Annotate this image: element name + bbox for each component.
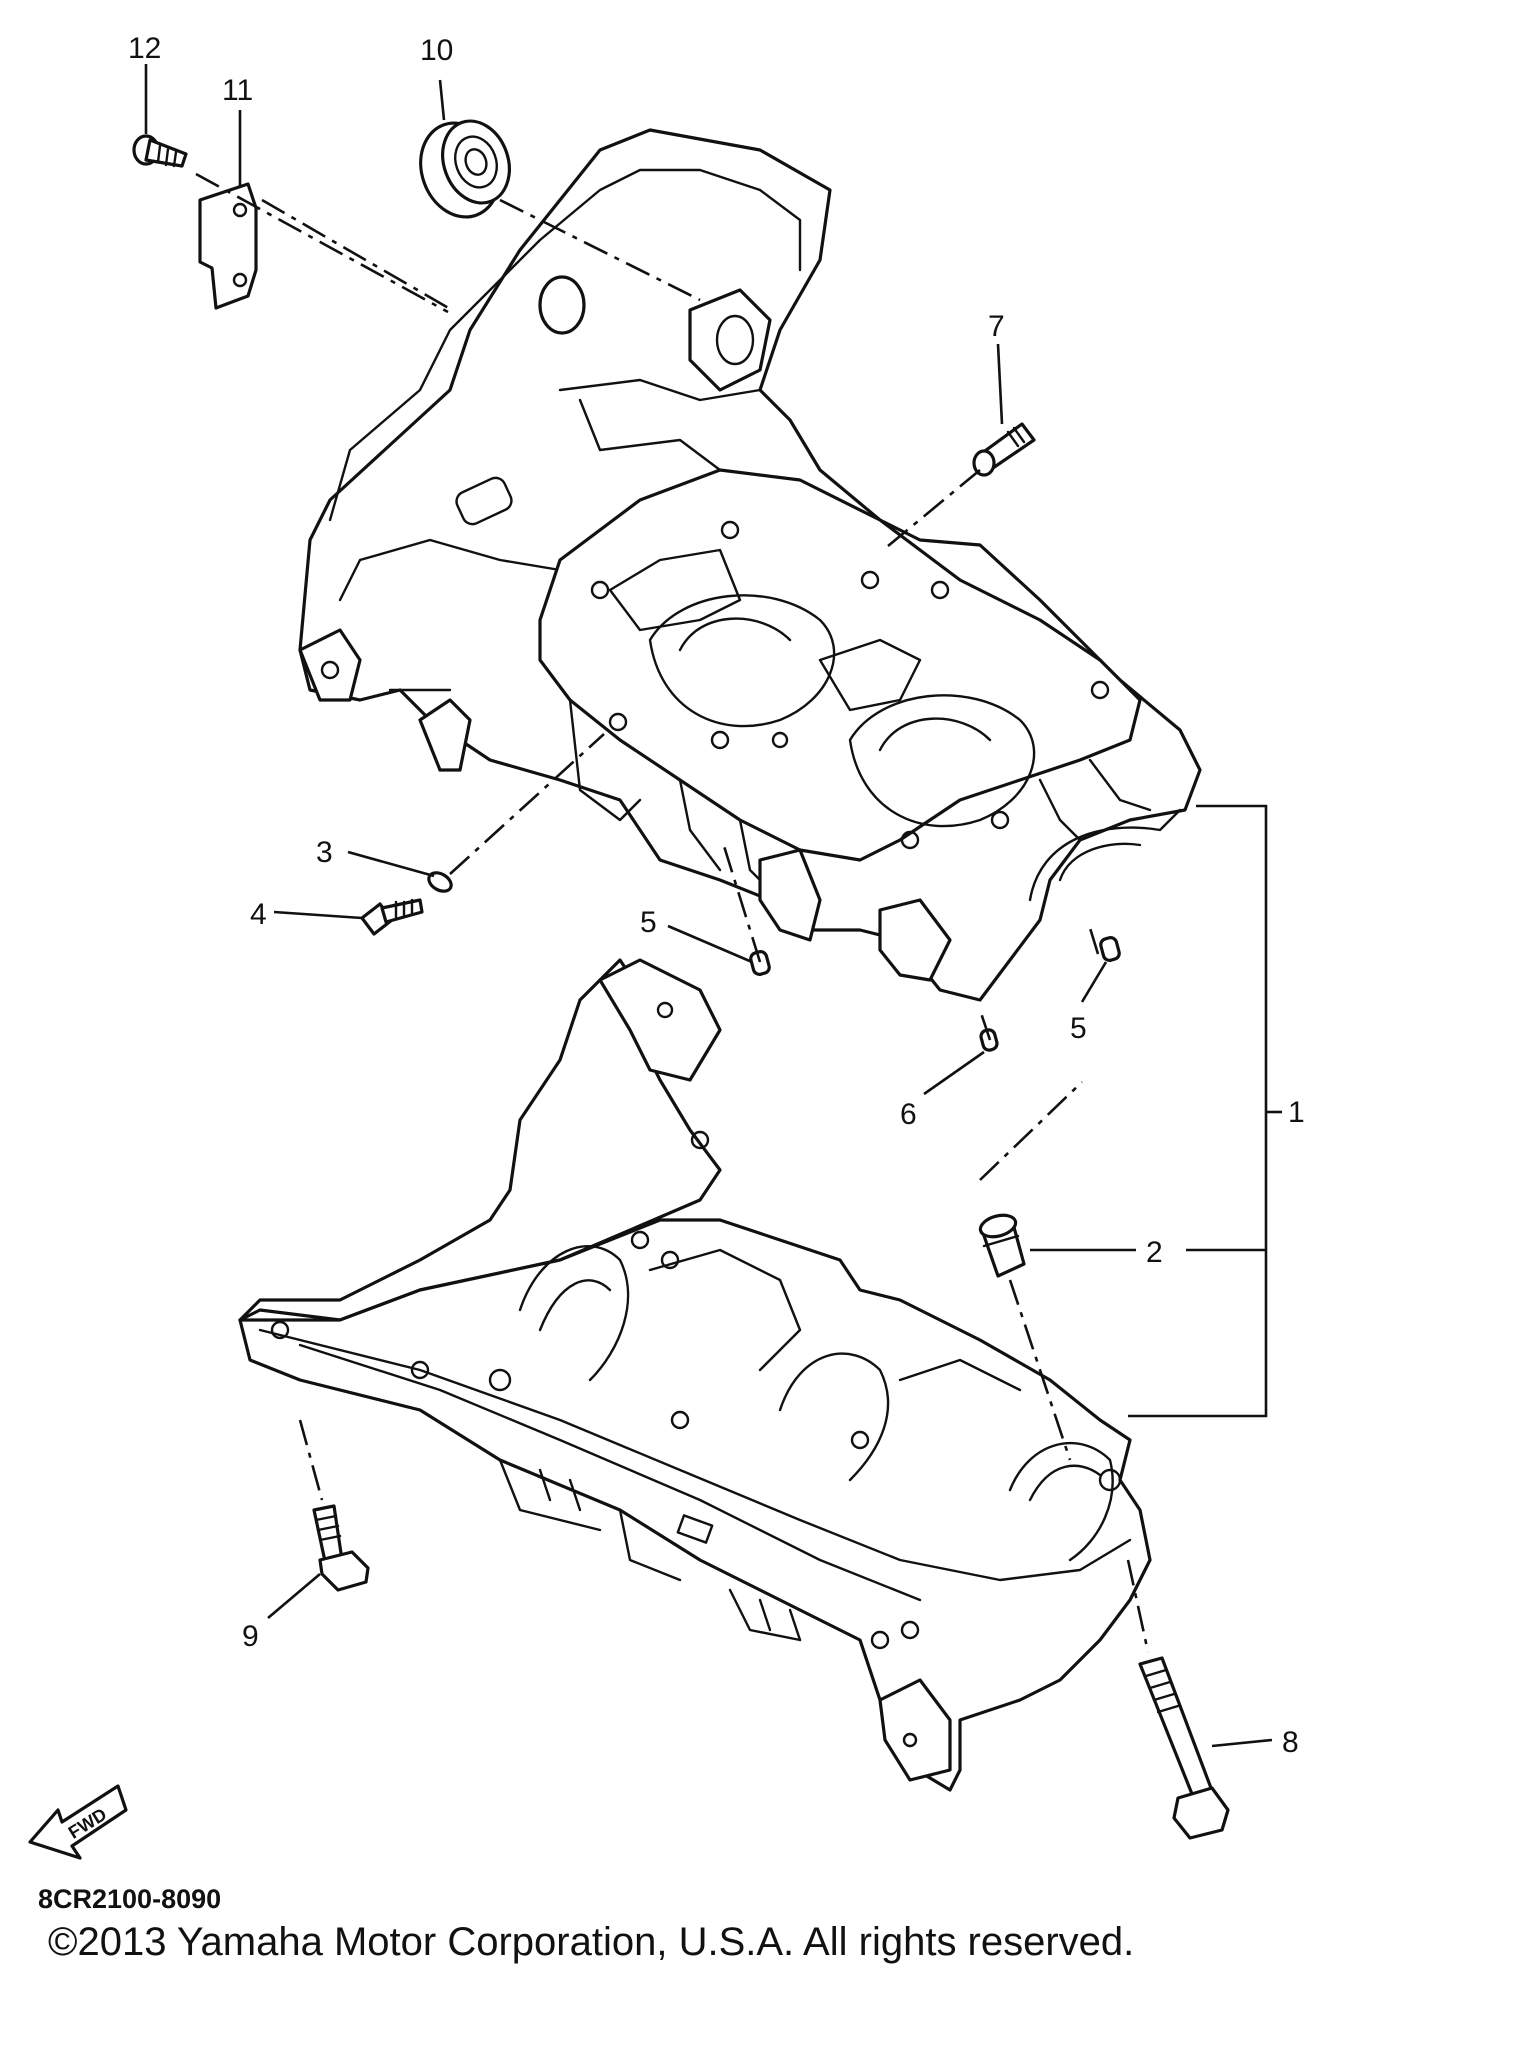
part-5-dowel-left (749, 950, 771, 976)
callout-7: 7 (988, 310, 1005, 343)
callout-5-left: 5 (640, 906, 657, 939)
callout-12: 12 (128, 32, 161, 65)
fwd-arrow-icon: FWD (28, 1784, 128, 1860)
part-9-bolt (312, 1504, 370, 1592)
lower-crankcase (238, 958, 1152, 1792)
part-11-bracket (198, 182, 258, 310)
part-4-bolt (360, 898, 424, 936)
callout-9: 9 (242, 1620, 259, 1653)
callout-6: 6 (900, 1098, 917, 1131)
part-7-stud (972, 422, 1036, 477)
callout-10: 10 (420, 34, 453, 67)
part-12-screw (132, 134, 188, 168)
part-8-bolt (1138, 1656, 1230, 1840)
callout-2: 2 (1146, 1236, 1163, 1269)
leader-lines (144, 64, 1282, 1748)
callout-1: 1 (1288, 1096, 1305, 1129)
part-5-dowel-right (1099, 936, 1121, 962)
upper-crankcase (298, 128, 1202, 1002)
callout-3: 3 (316, 836, 333, 869)
part-2-plug (978, 1213, 1026, 1278)
callout-labels: 12 11 10 7 3 4 5 5 6 1 2 9 8 (128, 32, 1305, 1759)
callout-8: 8 (1282, 1726, 1299, 1759)
copyright-notice: ©2013 Yamaha Motor Corporation, U.S.A. A… (48, 1920, 1135, 1964)
callout-4: 4 (250, 898, 267, 931)
part-10-bearing (419, 119, 511, 219)
drawing-code: 8CR2100-8090 (38, 1884, 221, 1914)
callout-11: 11 (222, 74, 253, 107)
callout-5-right: 5 (1070, 1012, 1087, 1045)
